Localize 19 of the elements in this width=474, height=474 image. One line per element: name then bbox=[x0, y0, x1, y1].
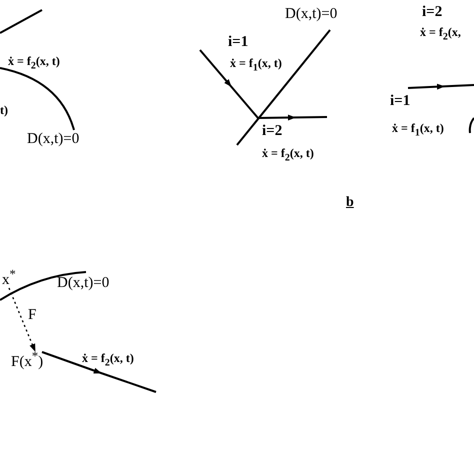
equation: ẋ = f$_{2}$(x, t) bbox=[82, 352, 134, 368]
equation: ẋ = f$_{2}$(x, bbox=[420, 26, 461, 42]
region-label: i=2 bbox=[422, 5, 442, 20]
equation: ẋ = f$_{2}$(x, t) bbox=[8, 55, 60, 72]
panel-label: b bbox=[346, 196, 354, 210]
region-label: i=2 bbox=[262, 124, 282, 139]
curve-label: D(x,t)=0 bbox=[285, 7, 338, 22]
region-label: i=1 bbox=[390, 94, 410, 109]
arrow bbox=[8, 288, 36, 352]
equation: ẋ = f$_{1}$(x, t) bbox=[392, 122, 444, 138]
point-label: x$^{*}$ bbox=[2, 268, 16, 288]
equation: ẋ = f$_{2}$(x, t) bbox=[262, 147, 314, 164]
point-label: F(x$^{*}$) bbox=[11, 350, 44, 370]
equation: ẋ = f$_{1}$(x, t) bbox=[230, 57, 282, 74]
equation: t) bbox=[0, 104, 8, 116]
edge-label: F bbox=[28, 308, 36, 322]
curve-label: D(x,t)=0 bbox=[27, 132, 80, 147]
curve-label: D(x,t)=0 bbox=[57, 276, 110, 291]
region-label: i=1 bbox=[228, 35, 248, 50]
